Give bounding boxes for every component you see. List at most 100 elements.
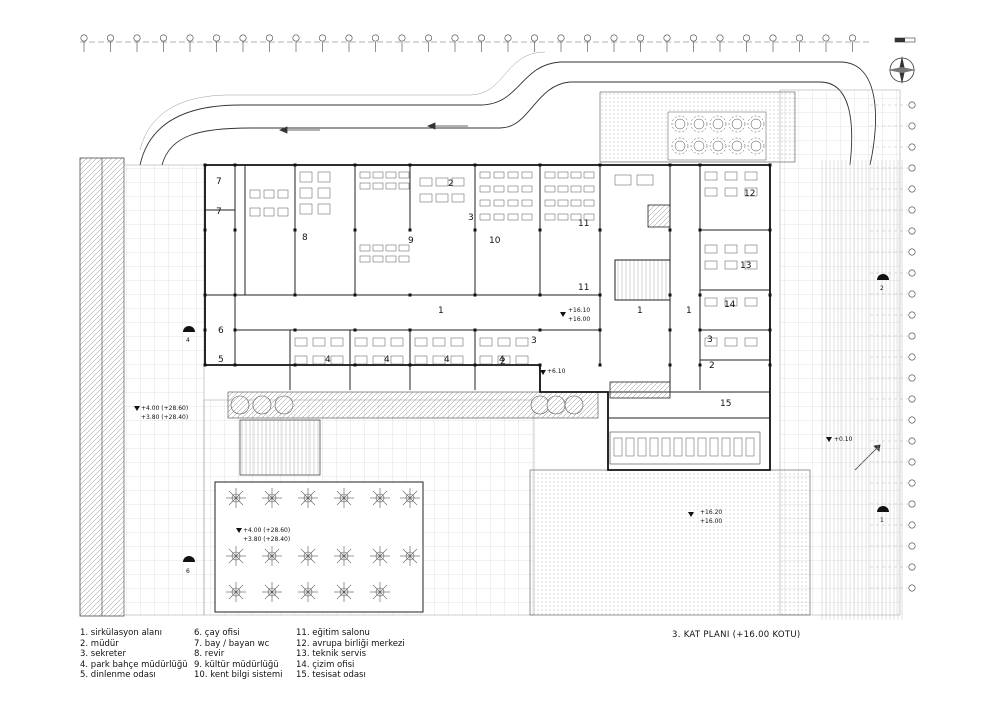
room-number: 4 [499, 355, 505, 365]
desk-icon [507, 199, 519, 207]
section-mark: 4 [186, 337, 190, 344]
desk-icon [724, 187, 738, 197]
desk-icon [390, 355, 404, 365]
seat-icon [685, 437, 695, 457]
column-icon [598, 363, 602, 367]
column-icon [768, 363, 772, 367]
axis-bubble [908, 290, 916, 298]
desk-icon [557, 171, 569, 179]
axis-bubble [663, 34, 671, 42]
room-number: 4 [384, 355, 390, 365]
axis-bubble [908, 122, 916, 130]
axis-bubble [908, 416, 916, 424]
desk-icon [704, 244, 718, 254]
desk-icon [724, 244, 738, 254]
scale-bar [894, 37, 916, 43]
room-number: 1 [438, 306, 444, 316]
desk-icon [704, 171, 718, 181]
column-icon [668, 163, 672, 167]
desk-icon [299, 187, 313, 199]
desk-icon [294, 337, 308, 347]
axis-bubble [477, 34, 485, 42]
column-icon [233, 328, 237, 332]
legend-item: 14. çizim ofisi [296, 659, 355, 670]
desk-icon [744, 260, 758, 270]
column-icon [473, 363, 477, 367]
tree-icon [400, 488, 420, 508]
desk-icon [614, 174, 632, 186]
column-icon [698, 163, 702, 167]
elev-left-1: +4.00 (+28.60) [141, 405, 188, 412]
room-number: 7 [216, 207, 222, 217]
room-number: 9 [408, 236, 414, 246]
column-icon [668, 328, 672, 332]
interior-walls [205, 165, 770, 419]
desk-icon [744, 171, 758, 181]
column-icon [598, 163, 602, 167]
desk-icon [451, 193, 465, 203]
elev-courtyard-2: +16.00 [700, 518, 722, 525]
column-icon [353, 328, 357, 332]
legend-item: 15. tesisat odası [296, 670, 366, 681]
desk-icon [704, 297, 718, 307]
room-number: 14 [724, 300, 736, 310]
axis-bubble [908, 542, 916, 550]
desk-icon [385, 171, 397, 179]
desk-icon [570, 171, 582, 179]
seat-icon [625, 437, 635, 457]
axis-bubble [424, 34, 432, 42]
elevator-row [609, 381, 671, 399]
tree-icon [334, 488, 354, 508]
seat-icon [613, 437, 623, 457]
desk-icon [544, 185, 556, 193]
column-icon [293, 163, 297, 167]
desk-icon [432, 355, 446, 365]
desk-icon [493, 171, 505, 179]
desk-icon [359, 182, 371, 190]
desk-icon [557, 213, 569, 221]
desk-icon [557, 185, 569, 193]
elev-garden-1: +4.00 (+28.60) [243, 527, 290, 534]
tree-icon [298, 546, 318, 566]
column-icon [293, 228, 297, 232]
desk-icon [507, 213, 519, 221]
column-icon [203, 293, 207, 297]
elevation-markers: +16.10 +16.00 +6.10 +4.00 (+28.60) +3.80… [134, 307, 853, 543]
tree-icon [370, 546, 390, 566]
desk-icon [583, 199, 595, 207]
desk-icon [398, 255, 410, 263]
desk-icon [570, 199, 582, 207]
desk-icon [330, 337, 344, 347]
axis-bubble [908, 395, 916, 403]
elev-road: +0.10 [834, 436, 853, 443]
section-mark: 1 [880, 517, 884, 524]
desk-icon [385, 255, 397, 263]
desk-icon [435, 177, 449, 187]
axis-bubble [908, 563, 916, 571]
elev-balcony: +6.10 [547, 368, 566, 375]
desk-icon [372, 255, 384, 263]
axis-bubble [908, 206, 916, 214]
axis-bubble [504, 34, 512, 42]
legend-item: 4. park bahçe müdürlüğü [80, 659, 188, 670]
desk-icon [354, 337, 368, 347]
room-number: 1 [637, 306, 643, 316]
desk-icon [435, 193, 449, 203]
column-icon [233, 163, 237, 167]
legend-item: 8. revir [194, 649, 225, 660]
room-number: 5 [218, 355, 224, 365]
legend-item: 12. avrupa birliği merkezi [296, 638, 405, 649]
desk-icon [385, 182, 397, 190]
axis-bubble [530, 34, 538, 42]
desk-icon [249, 207, 261, 217]
desk-icon [724, 297, 738, 307]
room-number: 2 [709, 361, 715, 371]
legend-item: 3. sekreter [80, 649, 126, 660]
column-icon [233, 228, 237, 232]
meeting-seats [609, 431, 761, 465]
dotted-plaza [529, 469, 811, 616]
desk-icon [521, 199, 533, 207]
desk-icon [704, 260, 718, 270]
room-number: 1 [686, 306, 692, 316]
